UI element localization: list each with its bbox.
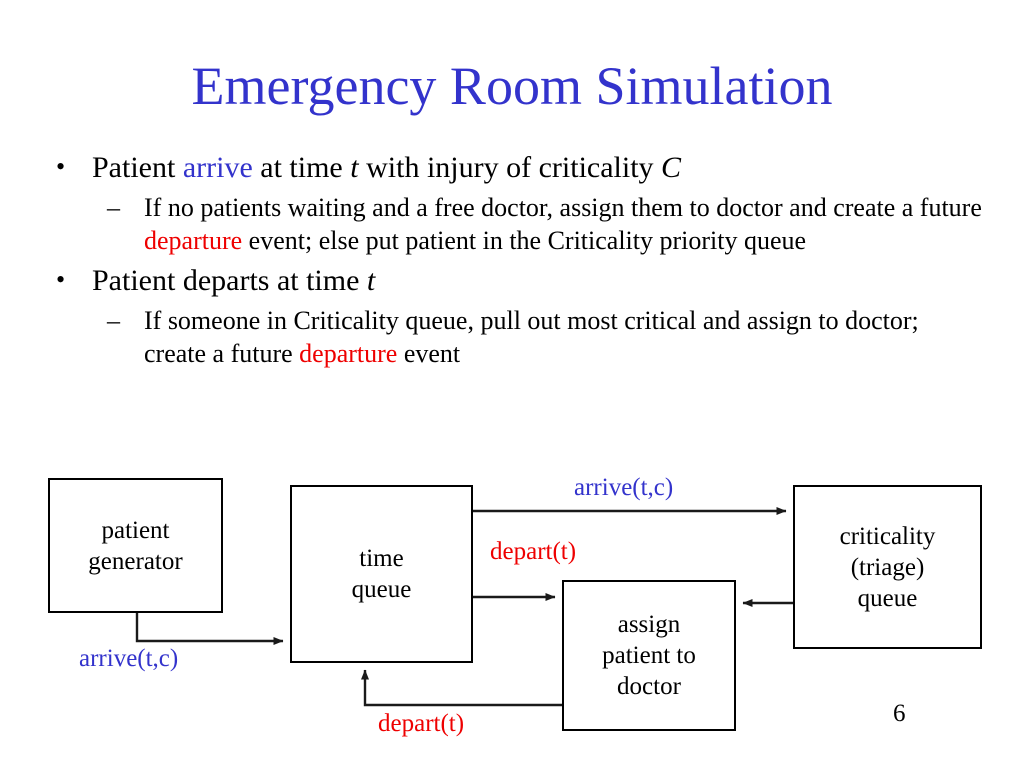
bullet-run-var-t: t [350, 151, 359, 184]
bullet-marker: • [56, 152, 66, 181]
bullet-marker: • [56, 265, 66, 294]
page-title: Emergency Room Simulation [191, 56, 833, 116]
bullet-item-1: • Patient arrive at time t with injury o… [44, 148, 984, 188]
node-label-line: generator [88, 547, 183, 575]
arrow-assign-to-time-queue [361, 669, 562, 707]
edge-label-depart-assign: depart(t) [490, 538, 577, 565]
bullet-run-var-t: t [366, 264, 376, 297]
bullet-text: If someone in Criticality queue, pull ou… [144, 306, 919, 368]
node-time-queue[interactable]: time queue [290, 485, 473, 663]
node-label-line: time [359, 545, 404, 572]
node-criticality-triage-queue[interactable]: criticality (triage) queue [793, 485, 982, 649]
node-label: assign patient to doctor [602, 609, 696, 702]
bullet-run: Patient departs at time [92, 264, 367, 297]
bullet-item-2: • Patient departs at time t [44, 261, 984, 301]
arrow-generator-to-time-queue [135, 613, 284, 645]
node-label-line: queue [351, 576, 412, 603]
node-label-line: doctor [617, 673, 681, 700]
node-label-line: patient to [602, 642, 696, 669]
node-label-line: patient [101, 516, 170, 544]
bullet-run: event [397, 339, 461, 368]
bullet-item-1-sub-1: – If no patients waiting and a free doct… [44, 191, 984, 257]
bullet-text: Patient departs at time t [92, 264, 375, 297]
edge-label-arrive-criticality: arrive(t,c) [574, 474, 674, 501]
node-patient-generator[interactable]: patient generator [48, 478, 223, 613]
bullet-run: Patient [92, 151, 183, 184]
node-label: time queue [352, 543, 412, 605]
bullet-item-2-sub-1: – If someone in Criticality queue, pull … [44, 304, 984, 370]
bullet-run-arrive: arrive [182, 151, 253, 184]
node-label: criticality (triage) queue [840, 521, 936, 614]
bullet-run: at time [252, 151, 351, 184]
node-label-line: criticality [839, 522, 936, 550]
edge-label-depart-time-queue: depart(t) [378, 710, 465, 737]
bullet-run: If no patients waiting and a free doctor… [144, 193, 982, 222]
bullet-list: • Patient arrive at time t with injury o… [44, 148, 984, 374]
bullet-run-var-c: C [661, 151, 682, 184]
bullet-text: Patient arrive at time t with injury of … [92, 151, 681, 184]
bullet-run-departure: departure [144, 226, 243, 255]
node-assign-patient-to-doctor[interactable]: assign patient to doctor [562, 580, 736, 731]
bullet-run: If someone in Criticality queue, pull ou… [144, 306, 919, 368]
node-label-line: (triage) [850, 553, 925, 581]
bullet-run: with injury of criticality [358, 151, 662, 184]
bullet-marker: – [107, 193, 120, 222]
node-label: patient generator [88, 515, 182, 577]
bullet-run: event; else put patient in the Criticali… [242, 226, 807, 255]
bullet-marker: – [107, 306, 120, 335]
page-number: 6 [893, 700, 906, 727]
bullet-text: If no patients waiting and a free doctor… [144, 193, 982, 255]
edge-label-arrive-generator: arrive(t,c) [79, 645, 179, 672]
node-label-line: queue [857, 584, 918, 612]
bullet-run-departure: departure [299, 339, 398, 368]
node-label-line: assign [617, 611, 681, 638]
